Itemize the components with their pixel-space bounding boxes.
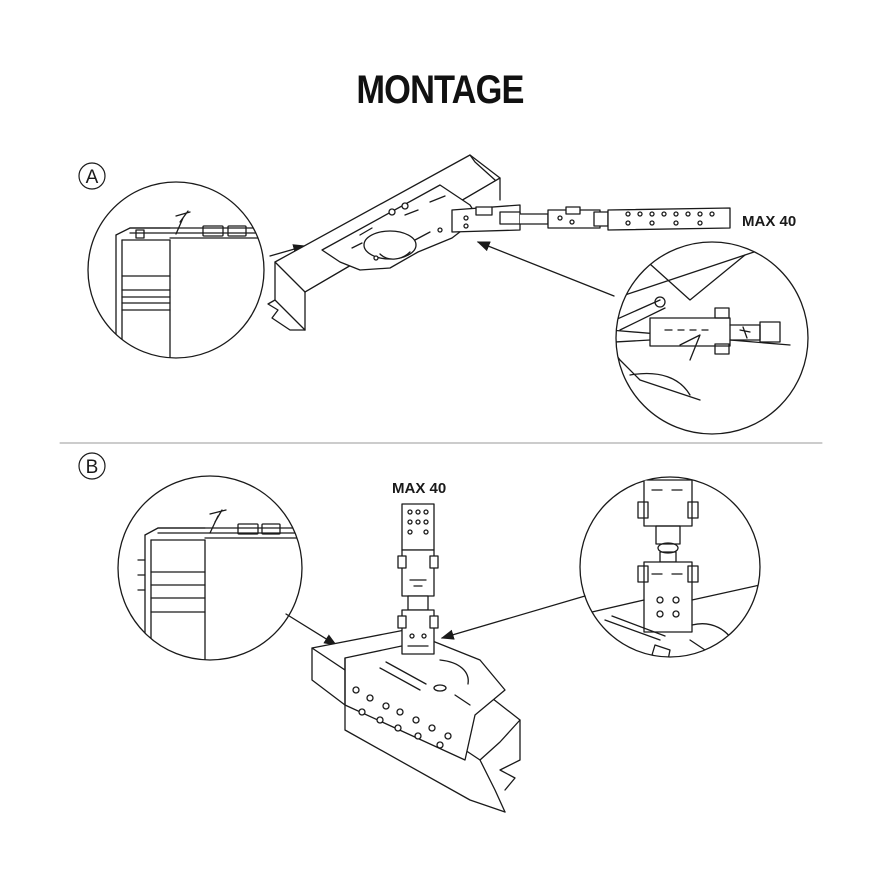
section-b <box>78 452 761 813</box>
section-b-arrow-right <box>440 595 586 640</box>
section-a-label-circle <box>78 162 106 190</box>
section-a <box>78 154 809 435</box>
section-a-arrow-right <box>476 241 615 297</box>
page-title: MONTAGE <box>356 68 524 112</box>
section-a-mounting-plate <box>321 184 479 271</box>
section-a-arrow-left <box>269 244 307 257</box>
section-b-label-circle <box>78 452 106 480</box>
section-a-detail-left <box>87 181 265 359</box>
section-b-arrow-left <box>285 613 338 646</box>
section-b-detail-right <box>579 476 761 658</box>
section-b-label: B <box>86 457 99 478</box>
section-a-detail-right <box>615 241 809 435</box>
section-b-mounting-plate <box>344 639 506 761</box>
section-a-label: A <box>86 167 99 188</box>
section-b-detail-left <box>117 475 303 661</box>
section-b-track-connector <box>397 503 439 655</box>
section-a-max-label: MAX 40 <box>742 213 796 230</box>
section-b-max-label: MAX 40 <box>392 480 446 497</box>
section-a-track-connector <box>451 204 731 233</box>
